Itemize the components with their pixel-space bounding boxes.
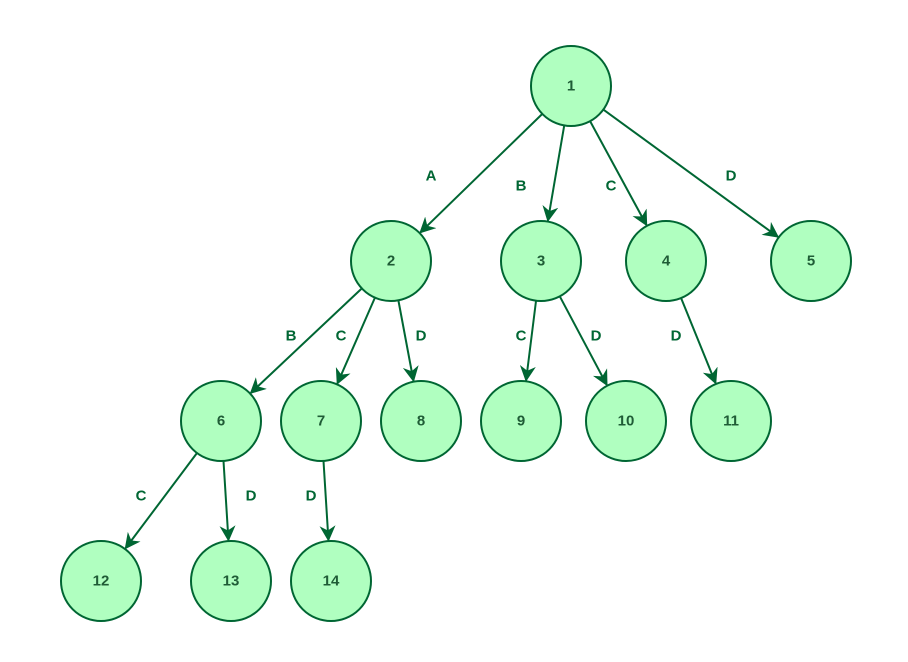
node-label: 3 bbox=[537, 253, 545, 270]
node-10: 10 bbox=[585, 380, 667, 462]
node-12: 12 bbox=[60, 540, 142, 622]
node-circle bbox=[690, 380, 772, 462]
node-3: 3 bbox=[500, 220, 582, 302]
node-5: 5 bbox=[770, 220, 852, 302]
node-label: 7 bbox=[317, 413, 325, 430]
node-label: 11 bbox=[723, 413, 739, 430]
node-14: 14 bbox=[290, 540, 372, 622]
edge-label: A bbox=[426, 168, 437, 185]
node-circle bbox=[60, 540, 142, 622]
node-circle bbox=[380, 380, 462, 462]
node-13: 13 bbox=[190, 540, 272, 622]
node-label: 5 bbox=[807, 253, 815, 270]
edge-1-5 bbox=[602, 108, 780, 238]
edge-1-2 bbox=[419, 113, 544, 234]
node-circle bbox=[180, 380, 262, 462]
edge-label: B bbox=[286, 328, 297, 345]
edge-label: C bbox=[606, 178, 617, 195]
node-2: 2 bbox=[350, 220, 432, 302]
node-label: 1 bbox=[567, 78, 575, 95]
edge-2-7 bbox=[335, 297, 376, 385]
node-label: 12 bbox=[93, 573, 110, 590]
edge-4-11 bbox=[680, 297, 718, 385]
node-circle bbox=[585, 380, 667, 462]
edge-1-4 bbox=[589, 120, 648, 227]
edge-2-6 bbox=[249, 287, 363, 394]
node-circle bbox=[530, 45, 612, 127]
edge-label: D bbox=[306, 488, 317, 505]
edge-label: D bbox=[671, 328, 682, 345]
node-circle bbox=[190, 540, 272, 622]
node-label: 8 bbox=[417, 413, 425, 430]
edge-3-10 bbox=[558, 295, 608, 387]
node-circle bbox=[480, 380, 562, 462]
edge-7-14 bbox=[319, 460, 336, 542]
edge-6-12 bbox=[124, 452, 198, 550]
node-1: 1 bbox=[530, 45, 612, 127]
node-9: 9 bbox=[480, 380, 562, 462]
node-circle bbox=[280, 380, 362, 462]
node-label: 14 bbox=[323, 573, 340, 590]
node-7: 7 bbox=[280, 380, 362, 462]
edge-3-9 bbox=[519, 300, 538, 382]
edge-label: D bbox=[246, 488, 257, 505]
node-circle bbox=[625, 220, 707, 302]
edge-label: C bbox=[336, 328, 347, 345]
node-11: 11 bbox=[690, 380, 772, 462]
node-label: 4 bbox=[662, 253, 671, 270]
edge-1-3 bbox=[542, 125, 566, 223]
node-label: 6 bbox=[217, 413, 225, 430]
node-circle bbox=[350, 220, 432, 302]
node-label: 10 bbox=[618, 413, 635, 430]
node-label: 2 bbox=[387, 253, 395, 270]
edge-label: C bbox=[516, 328, 527, 345]
node-circle bbox=[290, 540, 372, 622]
edge-label: B bbox=[516, 178, 527, 195]
edge-label: D bbox=[416, 328, 427, 345]
node-circle bbox=[770, 220, 852, 302]
node-8: 8 bbox=[380, 380, 462, 462]
edge-2-8 bbox=[397, 300, 419, 383]
node-6: 6 bbox=[180, 380, 262, 462]
edge-6-13 bbox=[219, 460, 236, 542]
node-circle bbox=[500, 220, 582, 302]
edge-label: D bbox=[726, 168, 737, 185]
node-label: 9 bbox=[517, 413, 525, 430]
edge-label: C bbox=[136, 488, 147, 505]
edge-label: D bbox=[591, 328, 602, 345]
node-4: 4 bbox=[625, 220, 707, 302]
node-label: 13 bbox=[223, 573, 240, 590]
